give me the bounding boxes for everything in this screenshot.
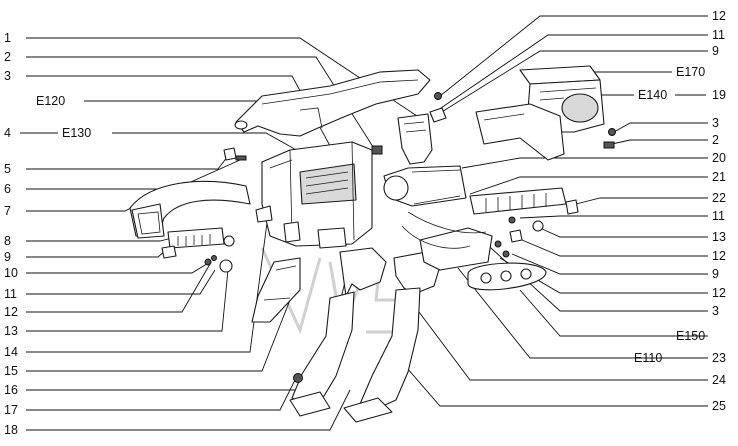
left-labels: 1 2 3 E120 4 E130 5 6 7 8 9 10 11 12 13 …: [4, 31, 91, 437]
callout-2-r: 2: [712, 133, 719, 147]
callout-12-r2: 12: [712, 249, 726, 263]
callout-24: 24: [712, 373, 726, 387]
callout-18: 18: [4, 423, 18, 437]
callout-e130: E130: [62, 126, 91, 140]
callout-20: 20: [712, 151, 726, 165]
callout-2: 2: [4, 50, 11, 64]
callout-e140: E140: [638, 88, 667, 102]
callout-3-r: 3: [712, 116, 719, 130]
callout-11-r: 11: [712, 28, 725, 42]
duct-20-21: [383, 165, 467, 207]
vent-grille-22: [469, 187, 579, 215]
callout-9-r: 9: [712, 44, 719, 58]
callout-15: 15: [4, 364, 18, 378]
callout-4: 4: [4, 126, 11, 140]
heater-housing-e130: [261, 141, 373, 249]
ducts-16-17: [289, 247, 387, 417]
duct-14: [251, 257, 301, 323]
callout-19: 19: [712, 88, 726, 102]
callout-17: 17: [4, 403, 18, 417]
duct-e120: [234, 69, 431, 137]
bracket-1-and-parts: [371, 92, 447, 165]
callout-25: 25: [712, 399, 726, 413]
callout-1: 1: [4, 31, 11, 45]
blower-e140-e170: [475, 65, 616, 161]
callout-9: 9: [4, 250, 11, 264]
callout-10: 10: [4, 266, 18, 280]
callout-14: 14: [4, 345, 18, 359]
callout-13: 13: [4, 324, 18, 338]
right-labels: 12 11 9 E170 E140 19 3 2 20 21 22 11 13 …: [634, 9, 726, 413]
pair-dashes: [20, 94, 706, 359]
callout-3: 3: [4, 69, 11, 83]
callout-9-r2: 9: [712, 267, 719, 281]
callout-e110: E110: [634, 351, 662, 365]
callout-11: 11: [4, 287, 17, 301]
callout-22: 22: [712, 191, 726, 205]
air-intake-duct-7: [129, 180, 251, 239]
callout-8: 8: [4, 234, 11, 248]
callout-16: 16: [4, 383, 18, 397]
callout-3-r2: 3: [712, 304, 719, 318]
callout-e170: E170: [676, 65, 705, 79]
callout-6: 6: [4, 182, 11, 196]
callout-e150: E150: [676, 329, 705, 343]
control-panel-e110-e150: [401, 211, 547, 291]
callout-5: 5: [4, 162, 11, 176]
vent-grille-8: [167, 227, 235, 249]
leader-lines: [26, 15, 708, 431]
callout-12: 12: [4, 305, 18, 319]
callout-e120: E120: [36, 94, 65, 108]
callout-13-r: 13: [712, 230, 726, 244]
small-parts-left: [161, 147, 273, 273]
callout-23: 23: [712, 351, 726, 365]
callout-11-r2: 11: [712, 209, 725, 223]
callout-21: 21: [712, 170, 726, 184]
callout-7: 7: [4, 204, 11, 218]
callout-12-r: 12: [712, 9, 726, 23]
callout-12-r3: 12: [712, 286, 726, 300]
